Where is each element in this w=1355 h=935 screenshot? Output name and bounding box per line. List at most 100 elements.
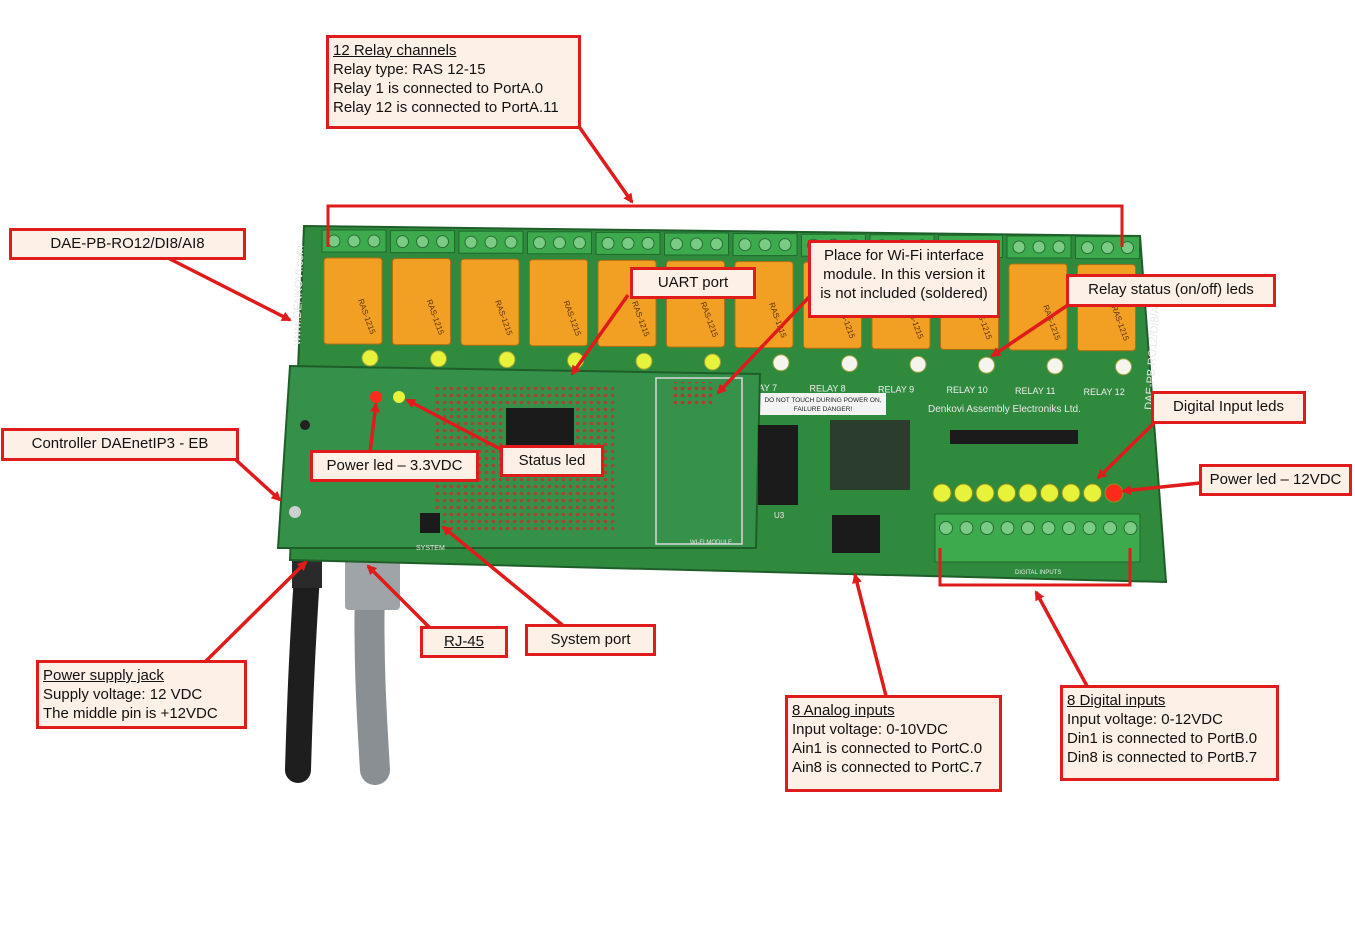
relay-bracket: [326, 204, 1124, 247]
callout-system-port: System port: [525, 624, 656, 656]
terminal-screw: [1052, 240, 1066, 254]
callout-analog-inputs: 8 Analog inputs Input voltage: 0-10VDC A…: [785, 695, 1002, 792]
digital-input-led-row: [932, 483, 1124, 503]
digital-input-led: [975, 483, 995, 503]
board-name-text: DAE-PB-RO12/DI8/AI8: [50, 235, 205, 252]
terminal-screw: [573, 236, 586, 250]
power-supply-jack-line-2: The middle pin is +12VDC: [43, 705, 218, 722]
terminal-screw: [758, 238, 772, 252]
arrow-uart: [570, 293, 630, 376]
digital-inputs-heading: 8 Digital inputs: [1067, 692, 1166, 709]
digital-inputs-line-1: Input voltage: 0-12VDC: [1067, 711, 1223, 728]
silk-left-text: www.DENKOVI.com: [291, 245, 307, 346]
wifi-silk: WI-FI MODULE: [690, 540, 732, 546]
callout-uart-port: UART port: [630, 267, 756, 299]
relay-channels-line-3: Relay 12 is connected to PortA.11: [333, 99, 559, 116]
wifi-place-line-2: module. In this version it: [823, 266, 985, 283]
terminal-screw: [939, 521, 953, 535]
callout-power-led-12: Power led – 12VDC: [1199, 464, 1352, 496]
terminal-screw: [1062, 521, 1076, 535]
power-led-12-red: [1104, 483, 1124, 503]
terminal-screw: [621, 236, 635, 250]
digital-input-bracket: [938, 548, 1132, 587]
system-port-header: [420, 513, 440, 533]
terminal-screw: [1012, 240, 1026, 254]
relay-label: RELAY 12: [1084, 387, 1125, 397]
terminal-screw: [327, 234, 341, 248]
terminal-screw: [1103, 521, 1117, 535]
callout-digital-input-leds: Digital Input leds: [1151, 391, 1306, 424]
arrow-status-led: [405, 398, 503, 452]
terminal-screw: [1021, 521, 1035, 535]
wifi-place-line-3: is not included (soldered): [820, 285, 988, 302]
terminal-screw: [1121, 241, 1134, 255]
warning-line-1: DO NOT TOUCH DURING POWER ON,: [764, 397, 881, 404]
callout-digital-inputs: 8 Digital inputs Input voltage: 0-12VDC …: [1060, 685, 1279, 781]
arrow-analog-inputs: [852, 573, 888, 697]
relay-channels-line-2: Relay 1 is connected to PortA.0: [333, 80, 544, 97]
digital-input-led: [997, 483, 1016, 503]
system-port-text: System port: [550, 631, 631, 648]
terminal-screw: [738, 238, 752, 252]
analog-inputs-line-1: Input voltage: 0-10VDC: [792, 721, 948, 738]
analog-inputs-line-2: Ain1 is connected to PortC.0: [792, 740, 983, 757]
terminal-screw: [1123, 521, 1138, 535]
power-supply-jack-heading: Power supply jack: [43, 667, 164, 684]
status-led-text: Status led: [518, 452, 586, 469]
callout-power-supply-jack: Power supply jack Supply voltage: 12 VDC…: [36, 660, 247, 729]
power-cable: [285, 547, 322, 783]
terminal-screw: [710, 237, 723, 251]
terminal-screw: [601, 236, 615, 250]
digital-input-led: [1083, 483, 1102, 503]
relay-status-led: [772, 354, 790, 372]
arrow-wifi: [716, 294, 812, 395]
terminal-screw: [396, 235, 409, 249]
analog-inputs-line-3: Ain8 is connected to PortC.7: [792, 759, 983, 776]
wifi-place-line-1: Place for Wi-Fi interface: [823, 247, 985, 264]
arrow-power-jack: [203, 560, 308, 664]
terminal-screw: [464, 235, 478, 249]
relay-label: RELAY 11: [1015, 386, 1056, 396]
terminal-screw: [690, 237, 703, 251]
uart-port-text: UART port: [657, 274, 729, 291]
terminal-screw: [347, 234, 361, 248]
callout-status-led: Status led: [500, 445, 604, 477]
relay-status-led: [841, 355, 858, 373]
digital-input-screws: [939, 521, 1138, 535]
relay-status-led: [1115, 358, 1132, 376]
terminal-screw: [641, 236, 655, 250]
arrow-digital-inputs: [1034, 590, 1089, 687]
terminal-screw: [778, 238, 792, 252]
system-silk: SYSTEM: [416, 545, 445, 552]
relay-label: RELAY 10: [947, 385, 988, 395]
terminal-screw: [504, 235, 518, 249]
analog-inputs-heading: 8 Analog inputs: [792, 702, 895, 719]
analog-input-header: [832, 515, 880, 553]
arrow-system-port: [441, 525, 568, 630]
digital-input-leds-text: Digital Input leds: [1173, 398, 1284, 415]
ethernet-cable: [345, 555, 400, 785]
warning-label: DO NOT TOUCH DURING POWER ON, FAILURE DA…: [760, 393, 886, 415]
digital-input-led: [932, 483, 952, 503]
terminal-screw: [484, 235, 498, 249]
relay-label: RELAY 9: [878, 384, 914, 394]
callout-power-led-33: Power led – 3.3VDC: [310, 450, 479, 482]
terminal-screw: [1032, 240, 1046, 254]
callout-arrows: [167, 126, 1201, 697]
digital-inputs-line-3: Din8 is connected to PortB.7: [1067, 749, 1258, 766]
digital-inputs-line-2: Din1 is connected to PortB.0: [1067, 730, 1258, 747]
arrow-digital-input-leds: [1096, 420, 1157, 480]
callout-relay-status-leds: Relay status (on/off) leds: [1066, 274, 1276, 307]
terminal-screw: [1000, 521, 1015, 535]
relay-status-led: [704, 353, 721, 371]
digital-input-led: [954, 483, 973, 503]
terminal-screw: [553, 236, 566, 250]
relay: [529, 259, 588, 347]
arrow-rj45: [366, 564, 434, 632]
power-led-33-red: [370, 391, 382, 403]
warning-line-2: FAILURE DANGER!: [794, 406, 853, 413]
relay-status-led: [361, 349, 379, 367]
wifi-module-area: WI-FI MODULE: [655, 377, 743, 546]
